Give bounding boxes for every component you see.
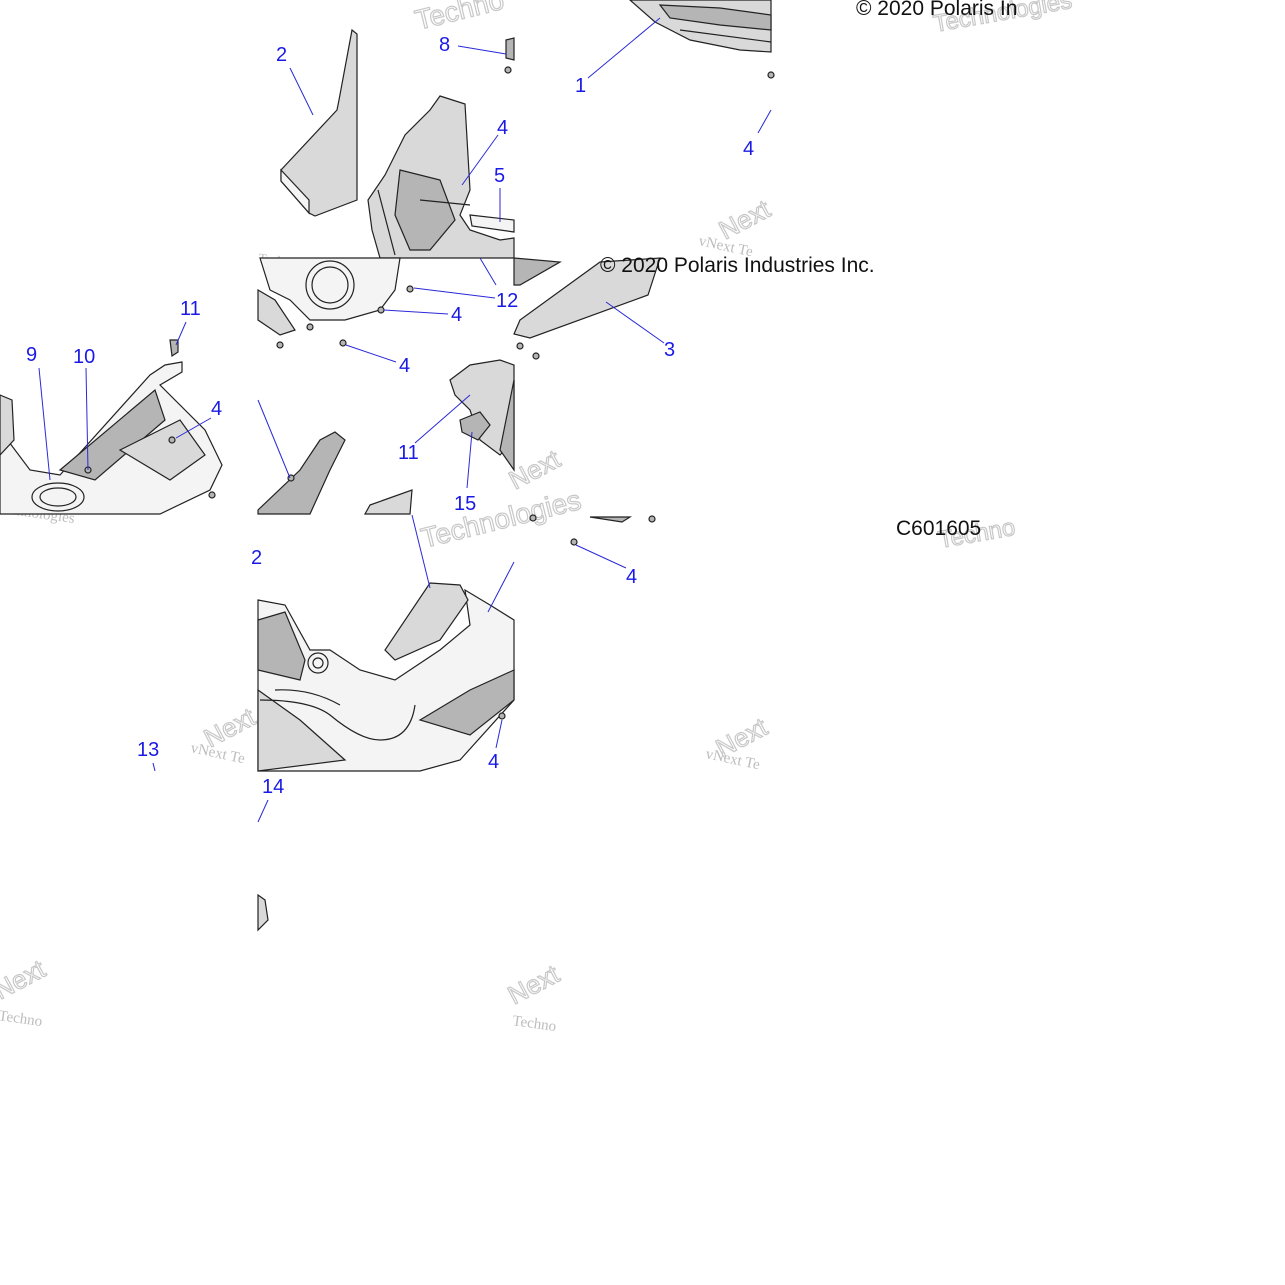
- copyright-text-lower: © 2020 Polaris Industries Inc.: [600, 254, 875, 277]
- plate-hole: [305, 260, 355, 310]
- callout-4: 4: [497, 117, 508, 139]
- fastener-icon: [505, 37, 515, 61]
- bolt-icon: [406, 285, 414, 293]
- side-panel-edge: [280, 168, 310, 215]
- bolt-icon: [306, 323, 314, 331]
- callout-11: 11: [398, 442, 419, 464]
- callout-4: 4: [399, 355, 410, 377]
- watermark-techno: Techno: [412, 0, 507, 36]
- watermark-next: Next: [0, 953, 51, 1005]
- callout-12: 12: [496, 290, 518, 312]
- leader-lines: [38, 17, 772, 823]
- clip-part-15: [459, 411, 491, 441]
- bolt-icon: [168, 436, 176, 444]
- callout-labels: 2 8 1 4 4 5 11 9 10 4 12 4 4 3 11 15 4 2…: [26, 34, 754, 798]
- watermark-next: Next: [199, 701, 261, 753]
- bolt-icon: [529, 514, 537, 522]
- callout-3: 3: [664, 339, 675, 361]
- callout-11: 11: [180, 298, 201, 320]
- callout-2: 2: [276, 44, 287, 66]
- bolt-icon: [648, 515, 656, 523]
- callout-8: 8: [439, 34, 450, 56]
- figure-code: C601605: [896, 517, 981, 540]
- watermark-next: Next: [714, 193, 776, 245]
- bracket-shadow: [394, 169, 456, 251]
- callout-4: 4: [626, 566, 637, 588]
- callout-9: 9: [26, 344, 37, 366]
- callout-4: 4: [211, 398, 222, 420]
- watermark-techno: Technologies: [418, 484, 584, 554]
- watermark-next: Next: [503, 958, 565, 1010]
- callout-13: 13: [137, 739, 159, 761]
- tile-middle-center: [257, 257, 515, 515]
- edge-fragment: [257, 893, 269, 932]
- mount-boss: [307, 652, 329, 674]
- copyright-text: © 2020 Polaris In: [856, 0, 1017, 20]
- bolt-icon: [276, 341, 284, 349]
- bolt-icon: [532, 352, 540, 360]
- hatch-ring: [31, 482, 85, 512]
- callout-4: 4: [488, 751, 499, 773]
- bolt-icon: [570, 538, 578, 546]
- callout-1: 1: [575, 75, 586, 97]
- bolt-icon: [208, 491, 216, 499]
- tile-top-right: [629, 0, 775, 79]
- callout-14: 14: [262, 776, 284, 798]
- callout-10: 10: [73, 346, 95, 368]
- credits: © 2020 Polaris In © 2020 Polaris Industr…: [600, 0, 1017, 540]
- strip-part-5: [469, 214, 515, 233]
- bolt-icon: [377, 306, 385, 314]
- bolt-icon: [504, 66, 512, 74]
- tile-middle-left: [0, 339, 223, 515]
- watermark-techno: Techno: [511, 1013, 557, 1035]
- callout-2: 2: [251, 547, 262, 569]
- callout-15: 15: [454, 493, 476, 515]
- tile-bottom-right: [498, 514, 656, 720]
- callout-5: 5: [494, 165, 505, 187]
- side-panel-part-3: [513, 257, 661, 339]
- bolt-icon: [498, 712, 506, 720]
- callout-4: 4: [451, 304, 462, 326]
- bolt-icon: [339, 339, 347, 347]
- callout-4: 4: [743, 138, 754, 160]
- tile-lower-left: [257, 893, 269, 932]
- bolt-icon: [767, 71, 775, 79]
- side-panel-part-2b: [384, 582, 469, 661]
- side-trim: [257, 431, 346, 515]
- tile-top-center: [280, 28, 515, 259]
- tile-middle-right: [499, 257, 661, 472]
- bolt-icon: [516, 342, 524, 350]
- tile-bottom-center: [257, 582, 515, 772]
- watermark-techno: Techno: [0, 1008, 43, 1030]
